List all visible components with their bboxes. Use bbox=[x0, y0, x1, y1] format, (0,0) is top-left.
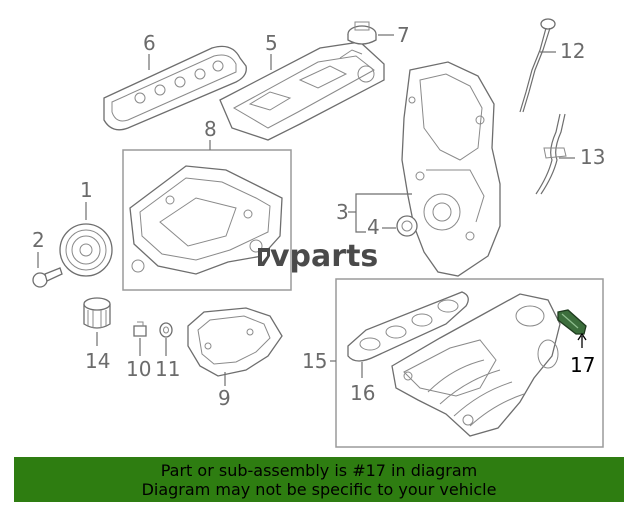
watermark-logo: vparts bbox=[258, 239, 378, 274]
timing-cover-part bbox=[401, 61, 501, 277]
callout-5: 5 bbox=[265, 31, 278, 55]
callout-7: 7 bbox=[397, 23, 410, 47]
upper-oil-pan-part bbox=[129, 165, 283, 275]
callout-1: 1 bbox=[80, 178, 93, 202]
pulley-bolt-part bbox=[32, 267, 63, 288]
callout-14: 14 bbox=[85, 349, 110, 373]
lower-oil-pan-part bbox=[187, 307, 283, 377]
valve-cover-part bbox=[219, 41, 385, 141]
oil-dipstick-part bbox=[519, 18, 556, 113]
callout-11: 11 bbox=[155, 357, 180, 381]
crank-pulley-part bbox=[59, 223, 113, 277]
intake-manifold-gasket-part bbox=[347, 291, 469, 362]
callout-17: 17 bbox=[570, 353, 595, 377]
callout-10: 10 bbox=[126, 357, 151, 381]
drain-plug-part bbox=[133, 321, 147, 337]
highlighted-seal-part-17 bbox=[557, 309, 587, 335]
valve-cover-gasket-part bbox=[103, 45, 247, 131]
info-banner: Part or sub-assembly is #17 in diagram D… bbox=[14, 457, 624, 502]
oil-filler-cap-part bbox=[347, 21, 377, 45]
callout-13: 13 bbox=[580, 145, 605, 169]
callout-12: 12 bbox=[560, 39, 585, 63]
banner-line-1: Part or sub-assembly is #17 in diagram bbox=[160, 461, 478, 480]
banner-line-2: Diagram may not be specific to your vehi… bbox=[141, 480, 497, 499]
callout-6: 6 bbox=[143, 31, 156, 55]
callout-9: 9 bbox=[218, 386, 231, 410]
callout-15-box bbox=[335, 278, 604, 448]
front-seal-part bbox=[396, 215, 418, 237]
dipstick-tube-part bbox=[535, 113, 567, 195]
callout-2: 2 bbox=[32, 228, 45, 252]
watermark-text: vparts bbox=[270, 239, 378, 274]
callout-3: 3 bbox=[336, 200, 349, 224]
callout-8-box bbox=[122, 149, 292, 291]
callout-4: 4 bbox=[367, 215, 380, 239]
callout-8: 8 bbox=[204, 117, 217, 141]
drain-washer-part bbox=[159, 322, 173, 338]
oil-filter-part bbox=[83, 297, 111, 329]
callout-16: 16 bbox=[350, 381, 375, 405]
intake-manifold-part bbox=[391, 293, 561, 437]
callout-15: 15 bbox=[302, 349, 327, 373]
